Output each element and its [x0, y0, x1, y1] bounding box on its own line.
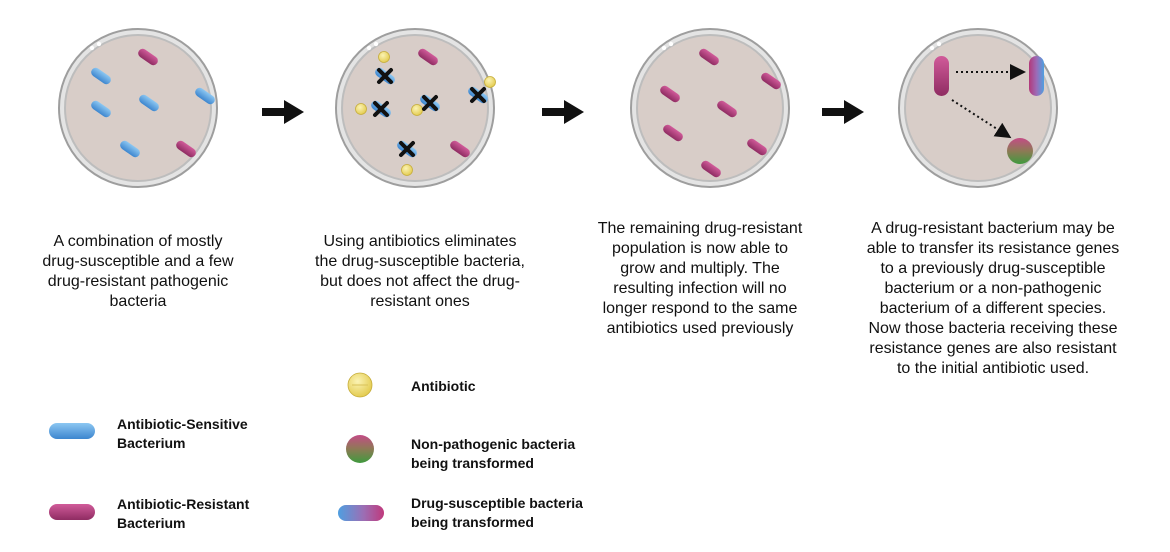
antibiotic-pills: [355, 51, 496, 176]
step-arrow-2: [542, 100, 584, 124]
donor-resistant-bacterium: [934, 56, 949, 96]
resistant-bacterium: [747, 138, 767, 156]
resistant-bacterium: [717, 100, 737, 118]
transformed-nonpathogenic-bacterium: [1007, 138, 1033, 164]
legend-sensitive-swatch: [49, 423, 95, 439]
resistant-bacterium: [701, 160, 721, 178]
legend-antibiotic-label: Antibiotic: [411, 378, 476, 394]
legend-resistant-swatch: [49, 504, 95, 520]
legend-nonpathogenic-swatch: [346, 435, 374, 463]
step-4-caption: A drug-resistant bacterium may be able t…: [866, 220, 1120, 377]
step-1-caption: A combination of mostly drug-susceptible…: [42, 233, 234, 310]
legend-nonpathogenic-label: Non-pathogenic bacteria being transforme…: [411, 436, 576, 471]
resistant-bacterium: [699, 48, 719, 66]
resistant-bacterium: [660, 85, 680, 103]
bacteria-group-3: [660, 48, 781, 178]
sensitive-bacterium: [91, 100, 111, 118]
legend-sensitive-label: Antibiotic-Sensitive Bacterium: [117, 416, 248, 451]
sensitive-bacterium: [91, 67, 111, 85]
step-arrow-1: [262, 100, 304, 124]
transformed-susceptible-bacterium: [1029, 56, 1044, 96]
sensitive-bacterium: [139, 94, 159, 112]
step-arrow-3: [822, 100, 864, 124]
legend-drug-susceptible-swatch: [338, 505, 384, 521]
step-3-caption: The remaining drug-resistant population …: [597, 220, 803, 337]
sensitive-bacterium: [195, 87, 215, 105]
petri-dish-2: [335, 28, 496, 188]
resistant-bacterium: [138, 48, 158, 66]
resistant-bacterium: [663, 124, 683, 142]
resistant-bacterium: [176, 140, 196, 158]
legend-drug-susceptible-label: Drug-susceptible bacteria being transfor…: [411, 495, 583, 530]
legend-resistant-label: Antibiotic-Resistant Bacterium: [117, 496, 250, 531]
resistant-bacterium: [418, 48, 438, 66]
sensitive-bacterium: [120, 140, 140, 158]
resistant-bacterium: [761, 72, 781, 90]
petri-dish-3: [630, 28, 790, 188]
bacteria-group-1: [91, 48, 215, 158]
petri-dish-4: [898, 28, 1058, 188]
transfer-arrow-down: [951, 99, 1012, 139]
elimination-x-marks: [373, 68, 486, 157]
step-2-caption: Using antibiotics eliminates the drug-su…: [315, 233, 525, 310]
petri-dish-1: [58, 28, 218, 188]
resistant-bacterium: [450, 140, 470, 158]
